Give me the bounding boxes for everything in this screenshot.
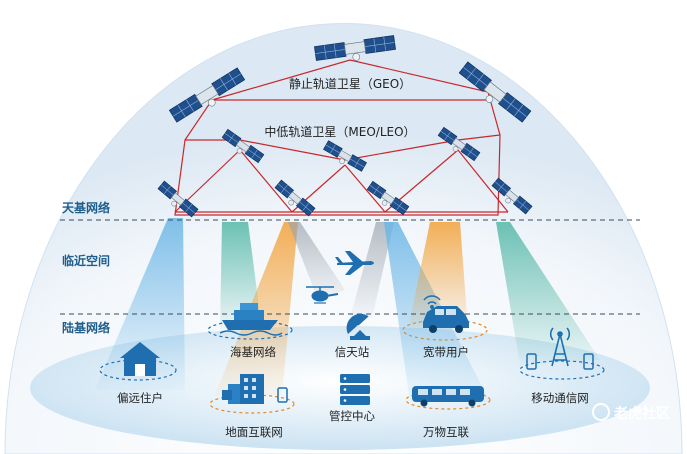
laptop-icon	[222, 390, 232, 400]
watermark: 老虎社区	[592, 403, 670, 422]
node-label-remote-home: 偏远住户	[117, 391, 163, 405]
geo-label: 静止轨道卫星（GEO）	[289, 77, 411, 91]
satellite-dish-icon	[346, 313, 370, 340]
watermark-text: 老虎社区	[614, 405, 670, 422]
airplane-icon	[335, 251, 374, 275]
node-label-mobile-comm: 移动通信网	[531, 391, 589, 405]
node-label-control-center: 管控中心	[329, 409, 375, 423]
node-label-iot: 万物互联	[423, 425, 469, 439]
mobile-ring	[519, 360, 605, 380]
phone-icon	[277, 387, 288, 403]
zone-label-ground: 陆基网络	[62, 320, 110, 335]
wifi-icon	[423, 295, 441, 309]
car-icon	[423, 306, 469, 333]
beam-ground-station	[350, 222, 394, 318]
beam-mobile	[496, 222, 600, 365]
server-icon	[340, 374, 370, 405]
bus-icon	[412, 386, 484, 407]
cell-tower-icon	[549, 327, 571, 367]
signal-beams	[95, 218, 600, 402]
zone-label-space: 天基网络	[62, 200, 110, 215]
beam-broadband	[408, 222, 468, 330]
inter-satellite-links	[174, 59, 509, 216]
node-label-ground-station: 信天站	[335, 345, 370, 359]
beam-remote-home	[95, 218, 185, 390]
phone-left-icon	[526, 353, 537, 370]
meo-leo-label: 中低轨道卫星（MEO/LEO）	[264, 124, 415, 139]
ship-icon	[219, 303, 283, 336]
node-label-broadband-user: 宽带用户	[423, 345, 469, 359]
house-icon	[120, 342, 160, 376]
zone-label-near-space: 临近空间	[62, 253, 110, 268]
phone-right-icon	[583, 353, 594, 370]
beam-aircraft	[288, 222, 345, 300]
helicopter-icon	[306, 286, 339, 304]
node-label-maritime: 海基网络	[230, 345, 276, 359]
node-label-ground-internet: 地面互联网	[225, 425, 283, 439]
